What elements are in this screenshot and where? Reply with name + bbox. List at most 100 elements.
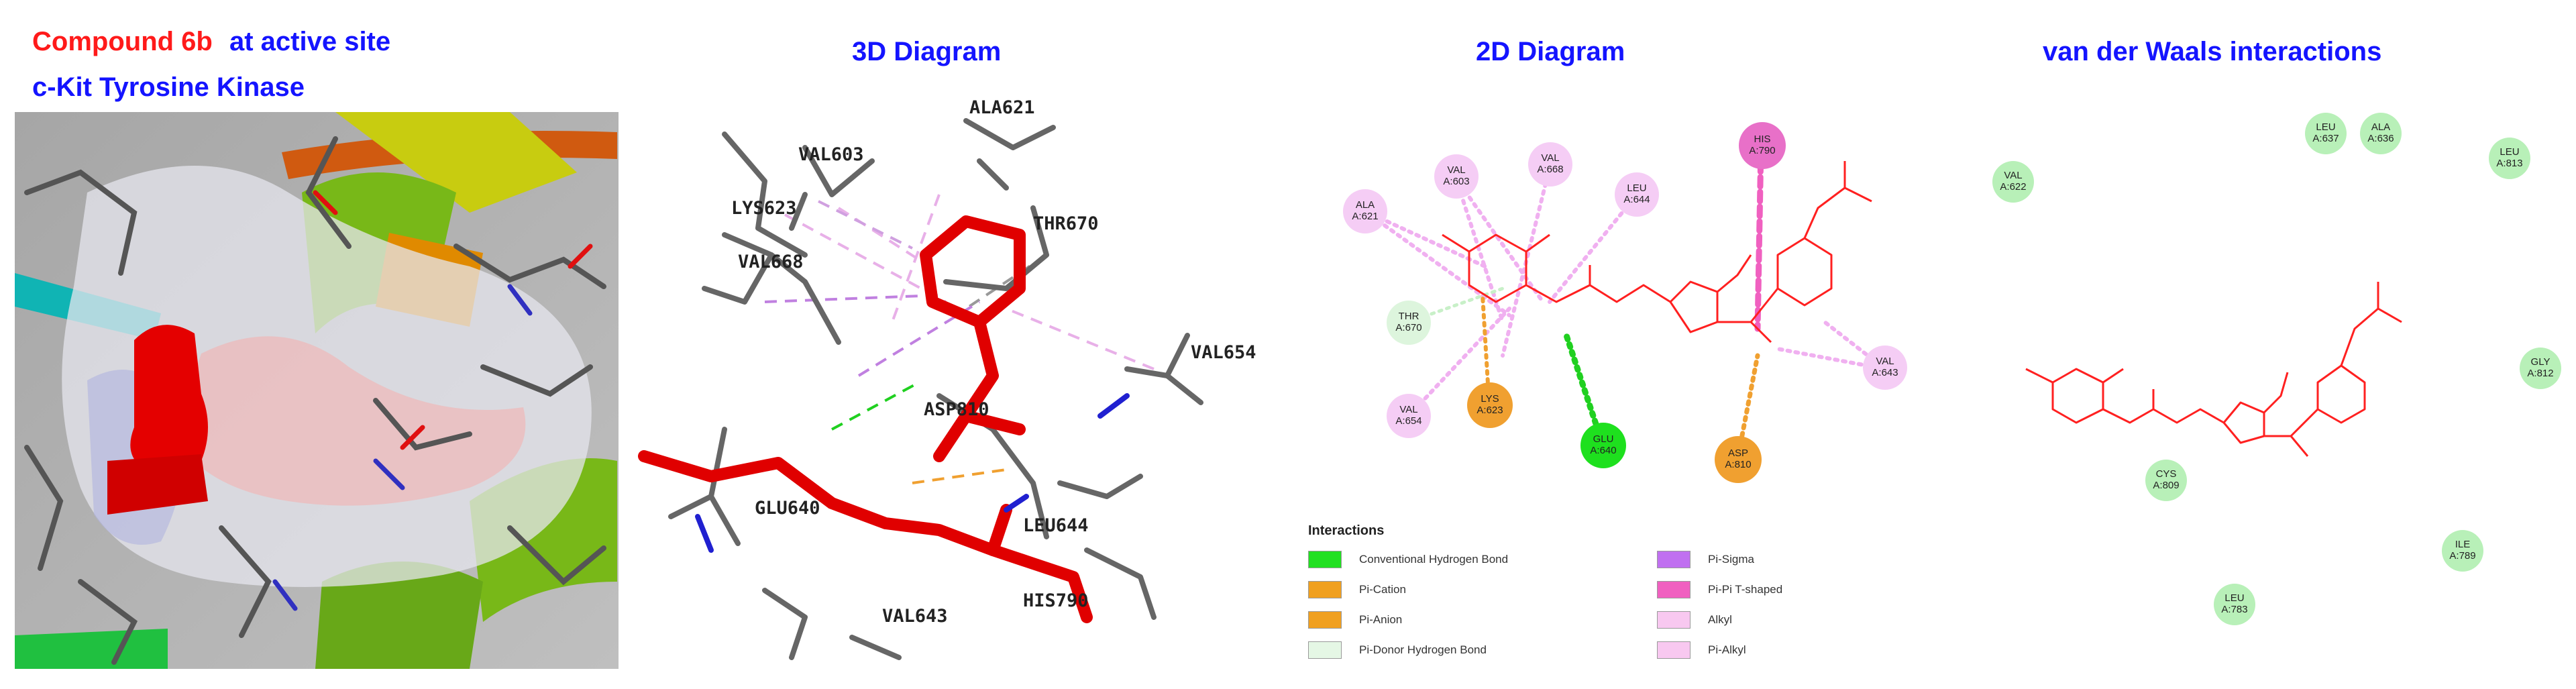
title-line-1: Compound 6b at active site (32, 27, 390, 57)
legend-label: Pi-Cation (1359, 583, 1406, 596)
residue-name: ALA (1355, 199, 1375, 211)
residue-leu783: LEU A:783 (2214, 584, 2255, 625)
residue-name: ASP (1727, 447, 1748, 459)
residue-id: A:668 (1537, 164, 1564, 175)
label-val603: VAL603 (798, 144, 864, 165)
legend-label: Pi-Sigma (1708, 553, 1754, 566)
residue-name: LEU (1627, 182, 1647, 194)
residue-glu640: GLU A:640 (1580, 423, 1626, 468)
residue-cys809: CYS A:809 (2145, 460, 2187, 501)
residue-name: HIS (1754, 134, 1771, 145)
residue-name: GLY (2530, 356, 2551, 368)
residue-name: VAL (1447, 164, 1466, 176)
legend-swatch (1308, 551, 1342, 568)
compound-name: Compound 6b (32, 27, 213, 56)
residue-name: LEU (2500, 146, 2520, 158)
legend-item-pi-cation: Pi-Cation (1308, 580, 1406, 599)
residue-id: A:670 (1395, 322, 1422, 333)
interactions-legend: Interactions Conventional Hydrogen Bond … (1308, 523, 1858, 684)
residue-id: A:603 (1443, 176, 1470, 187)
residue-asp810: ASP A:810 (1715, 436, 1762, 483)
residue-lys623: LYS A:623 (1467, 382, 1513, 428)
residue-name: ILE (2455, 539, 2471, 550)
legend-label: Pi-Anion (1359, 613, 1403, 626)
residue-name: LEU (2316, 121, 2336, 133)
residue-leu813: LEU A:813 (2489, 138, 2530, 179)
legend-swatch (1308, 611, 1342, 629)
residue-name: VAL (1541, 152, 1560, 164)
residue-gly812: GLY A:812 (2520, 348, 2561, 389)
legend-swatch (1657, 611, 1690, 629)
residue-name: LEU (2224, 592, 2245, 604)
panel-active-site: Compound 6b at active site c-Kit Tyrosin… (0, 0, 624, 689)
residue-name: VAL (1399, 404, 1418, 415)
legend-item-pi-sigma: Pi-Sigma (1657, 550, 1754, 569)
title-line-2: c-Kit Tyrosine Kinase (32, 72, 305, 102)
legend-label: Pi-Donor Hydrogen Bond (1359, 643, 1487, 656)
residue-id: A:621 (1352, 211, 1379, 222)
residue-id: A:789 (2449, 550, 2476, 562)
legend-label: Pi-Alkyl (1708, 643, 1746, 656)
residue-id: A:637 (2312, 133, 2339, 144)
panel-3d-title: 3D Diagram (852, 37, 1002, 66)
residue-name: VAL (2004, 170, 2023, 181)
residue-val603: VAL A:603 (1434, 154, 1479, 199)
residue-id: A:640 (1590, 445, 1617, 456)
residue-id: A:622 (2000, 181, 2027, 193)
2d-residue-bubbles: VAL A:603 VAL A:668 HIS A:790 LEU A:644 … (1288, 101, 1945, 517)
residue-name: VAL (1876, 356, 1894, 367)
legend-item-pi-alkyl: Pi-Alkyl (1657, 641, 1746, 659)
legend-swatch (1657, 581, 1690, 598)
panel-2d-title: 2D Diagram (1476, 37, 1625, 66)
legend-title: Interactions (1308, 523, 1385, 538)
3d-interaction-render (638, 118, 1203, 660)
legend-item-pi-pi-t-shaped: Pi-Pi T-shaped (1657, 580, 1782, 599)
residue-id: A:654 (1395, 415, 1422, 427)
residue-val668: VAL A:668 (1528, 142, 1572, 187)
residue-ile789: ILE A:789 (2442, 530, 2483, 572)
legend-item-pi-anion: Pi-Anion (1308, 611, 1402, 629)
residue-name: LYS (1481, 393, 1499, 405)
active-site-label: at active site (229, 27, 391, 56)
label-glu640: GLU640 (755, 498, 820, 519)
3d-residue-labels: ALA621 VAL603 LYS623 THR670 VAL668 VAL65… (631, 0, 1275, 689)
legend-swatch (1657, 641, 1690, 659)
label-thr670: THR670 (1033, 213, 1099, 234)
panel-3d-diagram: 3D Diagram (631, 0, 1275, 689)
protein-surface-render (15, 112, 619, 669)
legend-swatch (1657, 551, 1690, 568)
residue-leu637: LEU A:637 (2305, 113, 2347, 154)
residue-id: A:783 (2221, 604, 2248, 615)
residue-id: A:623 (1477, 405, 1503, 416)
label-val668: VAL668 (738, 252, 804, 272)
legend-label: Conventional Hydrogen Bond (1359, 553, 1509, 566)
legend-label: Pi-Pi T-shaped (1708, 583, 1783, 596)
label-lys623: LYS623 (731, 198, 797, 219)
residue-his790: HIS A:790 (1739, 122, 1786, 169)
residue-val622: VAL A:622 (1992, 161, 2034, 203)
residue-val643: VAL A:643 (1863, 346, 1907, 390)
residue-id: A:643 (1872, 367, 1898, 378)
residue-id: A:790 (1749, 145, 1776, 156)
label-his790: HIS790 (1023, 590, 1089, 611)
2d-interaction-diagram (1363, 144, 1887, 462)
label-val654: VAL654 (1191, 342, 1256, 363)
vdw-residue-bubbles: VAL A:622 LEU A:637 ALA A:636 LEU A:813 … (1959, 101, 2576, 689)
residue-id: A:636 (2367, 133, 2394, 144)
residue-name: THR (1398, 311, 1419, 322)
legend-swatch (1308, 641, 1342, 659)
residue-name: GLU (1593, 433, 1614, 445)
label-val643: VAL643 (882, 606, 948, 627)
label-ala621: ALA621 (969, 97, 1035, 118)
residue-name: ALA (2371, 121, 2391, 133)
residue-ala636: ALA A:636 (2360, 113, 2402, 154)
residue-val654: VAL A:654 (1387, 394, 1431, 438)
panel-2d-diagram: 2D Diagram (1288, 0, 1945, 689)
residue-id: A:812 (2527, 368, 2554, 379)
residue-id: A:813 (2496, 158, 2523, 169)
residue-id: A:810 (1725, 459, 1752, 470)
residue-name: CYS (2155, 468, 2177, 480)
legend-item-pi-donor-hbond: Pi-Donor Hydrogen Bond (1308, 641, 1487, 659)
residue-id: A:644 (1623, 194, 1650, 205)
residue-ala621: ALA A:621 (1343, 189, 1387, 233)
